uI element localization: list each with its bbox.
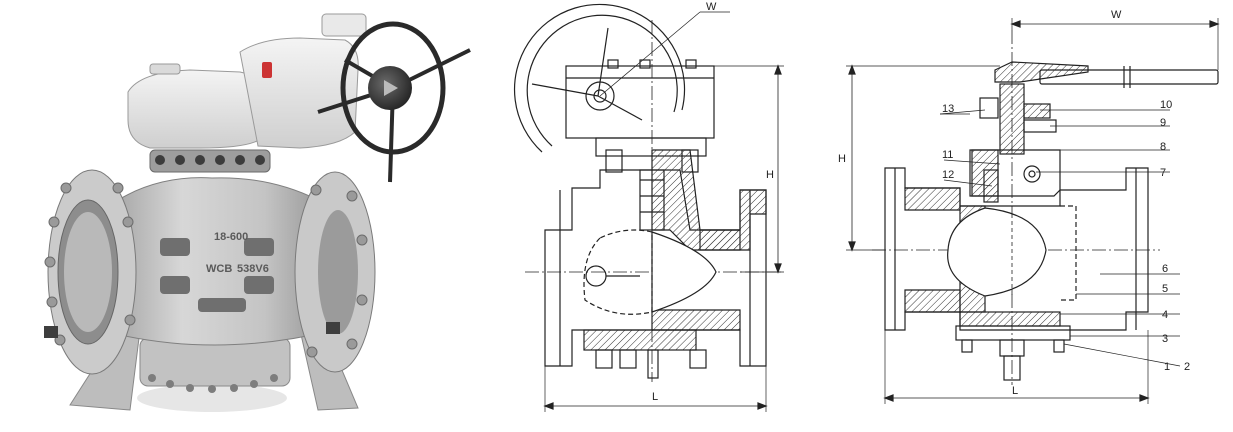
dim-label-h-left: H [766, 169, 774, 181]
part-number-7: 7 [1160, 167, 1166, 179]
cast-mark-material: WCB [206, 263, 232, 275]
part-number-1: 1 [1164, 361, 1170, 373]
part-number-8: 8 [1160, 141, 1166, 153]
cast-mark-code: 538V6 [237, 263, 269, 275]
part-number-11: 11 [942, 149, 953, 161]
valve-photo: 18-600 WCB 538V6 [44, 13, 471, 412]
part-number-13: 13 [942, 103, 954, 115]
dim-label-h-right: H [838, 153, 846, 165]
dim-label-l-right: L [1012, 385, 1018, 397]
part-number-10: 10 [1160, 99, 1172, 111]
part-number-2: 2 [1184, 361, 1190, 373]
part-number-5: 5 [1162, 283, 1168, 295]
section-drawing-gear-operated [513, 3, 784, 412]
section-drawing-lever-operated [846, 18, 1220, 404]
part-number-6: 6 [1162, 263, 1168, 275]
dim-label-w-right: W [1111, 9, 1122, 21]
part-number-3: 3 [1162, 333, 1168, 345]
part-number-9: 9 [1160, 117, 1166, 129]
dim-label-w-left: W [706, 1, 717, 13]
part-number-4: 4 [1162, 309, 1168, 321]
dim-label-l-left: L [652, 391, 658, 403]
cast-mark-rating: 18-600 [214, 231, 248, 243]
part-number-12: 12 [942, 169, 954, 181]
